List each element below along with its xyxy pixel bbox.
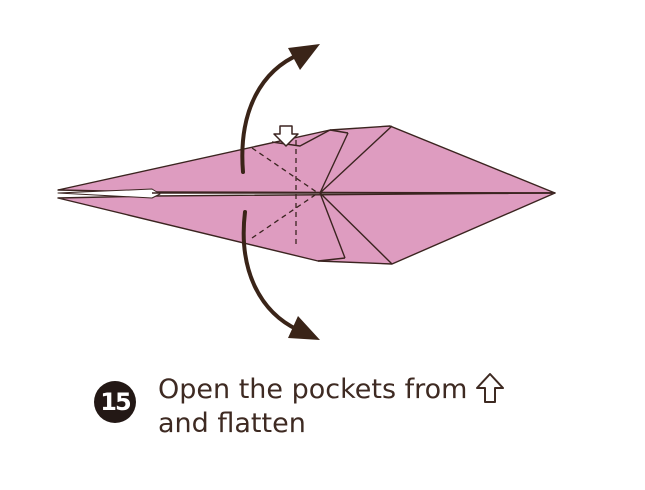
curved-arrow-up-icon (240, 44, 320, 174)
paper-slit (57, 188, 161, 199)
paper-lower-half (57, 192, 556, 265)
pocket-edge (271, 129, 331, 147)
instruction-text-1: Open the pockets from (158, 374, 468, 405)
upper-fold-lines (319, 125, 393, 194)
outline-up-arrow-icon (476, 373, 505, 403)
push-down-arrow-icon (273, 125, 299, 147)
paper-upper-half (57, 125, 556, 194)
curved-arrow-down-icon (241, 210, 320, 340)
instruction-line-1: Open the pockets from (158, 372, 628, 407)
instruction-line-2: and flatten (158, 408, 306, 439)
step-number-badge: 15 (94, 381, 136, 423)
step-instruction: Open the pockets from and flatten (158, 372, 628, 441)
folded-paper-model (57, 125, 556, 265)
dashed-fold-guides (251, 140, 319, 246)
lower-fold-lines (317, 192, 393, 265)
dashed-diagonal-down (251, 192, 319, 239)
dashed-diagonal-up (251, 147, 319, 194)
